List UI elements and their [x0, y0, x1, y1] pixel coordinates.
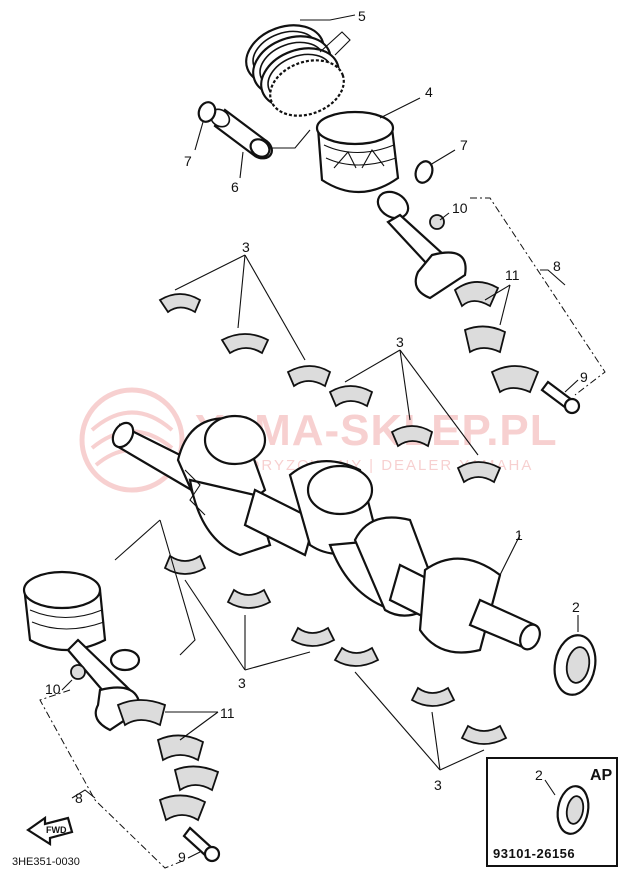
callout-nut-lower: 10	[45, 681, 61, 697]
fwd-arrow-icon: FWD	[26, 815, 74, 847]
callout-nut-upper: 10	[452, 200, 468, 216]
fwd-label: FWD	[46, 825, 67, 835]
callout-oil-seal: 2	[572, 599, 580, 615]
callout-big-end-bearing-lower: 11	[220, 705, 235, 721]
ap-box: AP 2 93101-26156	[486, 757, 618, 867]
piston-lower	[22, 570, 107, 652]
piston-upper	[315, 110, 400, 194]
callout-bearing-upper-right: 3	[396, 334, 404, 350]
callout-big-end-bearing-upper: 11	[505, 267, 520, 283]
connecting-rod-upper	[376, 190, 467, 300]
callout-piston-pin: 6	[231, 179, 239, 195]
callout-piston: 4	[425, 84, 433, 100]
drawing-code: 3HE351-0030	[12, 856, 80, 868]
ap-title: AP	[590, 767, 613, 784]
oil-seal	[553, 634, 597, 696]
callout-connecting-rod-lower: 8	[75, 790, 83, 806]
callout-bearing-upper-left: 3	[242, 239, 250, 255]
piston-ring-set	[245, 24, 345, 117]
big-end-bearing-upper	[453, 281, 540, 394]
watermark-subtext: AUTORYZOWANY | DEALER YAMAHA	[212, 457, 533, 474]
big-end-bearing-lower	[116, 699, 220, 822]
callout-bolt-lower: 9	[178, 849, 186, 865]
bolt-lower	[182, 826, 221, 863]
bolt-upper	[540, 380, 581, 415]
ap-oil-seal	[556, 785, 590, 835]
callout-bearing-lower-right: 3	[434, 777, 442, 793]
main-bearings-lower	[163, 554, 508, 745]
circlip-right	[414, 160, 434, 184]
callout-circlip-left: 7	[184, 153, 192, 169]
connecting-rod-lower	[66, 638, 142, 732]
main-bearings-upper	[158, 293, 502, 484]
ap-callout: 2	[535, 767, 543, 783]
callout-crankshaft: 1	[515, 527, 523, 543]
crankshaft	[111, 414, 541, 654]
callout-bolt-upper: 9	[580, 369, 588, 385]
circlip-left	[197, 101, 217, 123]
ap-part-number: 93101-26156	[493, 846, 575, 861]
callout-connecting-rod-upper: 8	[553, 258, 561, 274]
callout-circlip-right: 7	[460, 137, 468, 153]
piston-pin	[209, 108, 273, 160]
callout-bearing-lower-left: 3	[238, 675, 246, 691]
callout-piston-ring-set: 5	[358, 8, 366, 24]
